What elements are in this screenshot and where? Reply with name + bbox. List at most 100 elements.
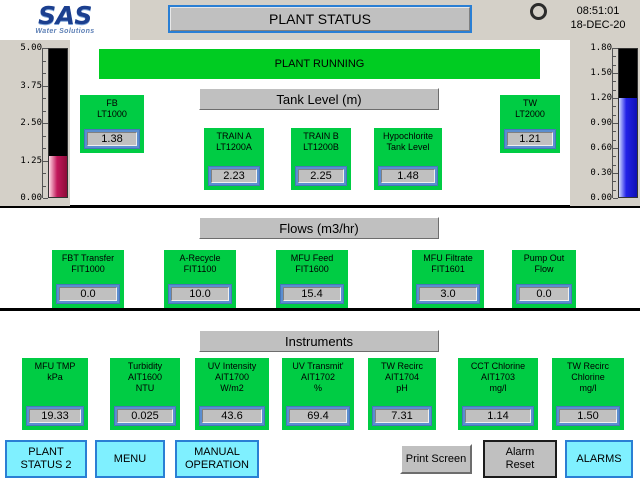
tag-fbt-transfer-fit1000-value: 0.0	[59, 287, 117, 301]
instruments-heading: Instruments	[199, 330, 439, 352]
fb-level-gauge-minor-tick	[43, 98, 46, 99]
tw-level-gauge-label: 1.20	[590, 93, 612, 103]
tag-tw-lt2000[interactable]: TW LT2000 1.21	[500, 95, 560, 153]
tag-a-recycle-fit1100-value-frame: 10.0	[168, 284, 232, 304]
tag-cct-chlorine-ait1703-value-frame: 1.14	[462, 406, 534, 426]
tw-level-gauge-minor-tick	[613, 106, 616, 108]
tag-turbidity-ait1600-caption: Turbidity AIT1600 NTU	[127, 361, 163, 393]
tank-level-heading: Tank Level (m)	[199, 88, 439, 110]
tag-pump-out-flow[interactable]: Pump Out Flow 0.0	[512, 250, 576, 308]
tag-mfu-filtrate-fit1601-value-frame: 3.0	[416, 284, 480, 304]
tag-cct-chlorine-ait1703-caption: CCT Chlorine AIT1703 mg/l	[470, 361, 526, 393]
tag-tw-lt2000-caption: TW LT2000	[515, 98, 545, 119]
fb-level-gauge-minor-tick	[43, 60, 46, 62]
tag-tw-recirc-chlorine-value: 1.50	[559, 409, 617, 423]
fb-level-gauge-label: 5.00	[20, 43, 42, 53]
alarm-reset-button[interactable]: Alarm Reset	[483, 440, 557, 478]
tw-level-gauge-tick	[613, 198, 618, 199]
tag-train-a-lt1200a[interactable]: TRAIN A LT1200A 2.23	[204, 128, 264, 190]
menu-button[interactable]: MENU	[95, 440, 165, 478]
tag-uv-intensity-ait1700-value: 43.6	[202, 409, 262, 423]
tw-level-gauge-tick	[613, 73, 618, 74]
tw-level-gauge-tick	[613, 173, 618, 174]
fb-level-gauge-tick	[43, 198, 48, 199]
tag-mfu-filtrate-fit1601[interactable]: MFU Filtrate FIT1601 3.0	[412, 250, 484, 308]
tag-a-recycle-fit1100[interactable]: A-Recycle FIT1100 10.0	[164, 250, 236, 308]
fb-level-gauge-tick	[43, 85, 48, 87]
tag-cct-chlorine-ait1703[interactable]: CCT Chlorine AIT1703 mg/l 1.14	[458, 358, 538, 430]
tag-hypochlorite-value: 1.48	[381, 169, 435, 183]
tag-train-a-lt1200a-value-frame: 2.23	[208, 166, 260, 186]
fb-level-gauge-tick	[43, 48, 48, 49]
tag-tw-recirc-chlorine-caption: TW Recirc Chlorine mg/l	[567, 361, 609, 393]
tag-hypochlorite[interactable]: Hypochlorite Tank Level 1.48	[374, 128, 442, 190]
tag-uv-transmit-ait1702[interactable]: UV Transmit' AIT1702 % 69.4	[282, 358, 354, 430]
tw-level-gauge-label: 0.30	[590, 168, 612, 178]
fb-level-gauge-minor-tick	[43, 148, 46, 149]
alarms-button[interactable]: ALARMS	[565, 440, 633, 478]
manual-operation-button[interactable]: MANUAL OPERATION	[175, 440, 259, 478]
tag-uv-transmit-ait1702-caption: UV Transmit' AIT1702 %	[292, 361, 344, 393]
tag-train-b-lt1200b-value-frame: 2.25	[295, 166, 347, 186]
tag-train-a-lt1200a-value: 2.23	[211, 169, 257, 183]
tag-fbt-transfer-fit1000-value-frame: 0.0	[56, 284, 120, 304]
tw-level-gauge-label: 1.80	[590, 43, 612, 53]
fb-level-gauge-tick	[43, 160, 48, 162]
clock-icon	[530, 3, 547, 20]
tw-level-gauge-tick	[613, 48, 618, 49]
tw-level-gauge-label: 1.50	[590, 68, 612, 78]
tag-tw-lt2000-value-frame: 1.21	[504, 129, 556, 149]
tag-turbidity-ait1600-value-frame: 0.025	[114, 406, 176, 426]
tw-level-gauge-minor-tick	[613, 81, 616, 83]
tag-tw-recirc-chlorine-value-frame: 1.50	[556, 406, 620, 426]
tag-train-a-lt1200a-caption: TRAIN A LT1200A	[216, 131, 252, 152]
company-logo: SAS Water Solutions	[0, 0, 130, 40]
tw-level-gauge-minor-tick	[613, 164, 616, 166]
tag-tw-recirc-chlorine[interactable]: TW Recirc Chlorine mg/l 1.50	[552, 358, 624, 430]
plant-status-2-button[interactable]: PLANT STATUS 2	[5, 440, 87, 478]
tw-level-gauge-label: 0.60	[590, 143, 612, 153]
tag-mfu-filtrate-fit1601-value: 3.0	[419, 287, 477, 301]
tw-level-gauge-minor-tick	[613, 56, 616, 58]
tw-level-gauge-minor-tick	[613, 189, 616, 191]
tag-a-recycle-fit1100-caption: A-Recycle FIT1100	[179, 253, 221, 274]
tag-mfu-feed-fit1600-value: 15.4	[283, 287, 341, 301]
fb-level-gauge-label: 1.25	[20, 155, 42, 166]
tag-train-b-lt1200b-value: 2.25	[298, 169, 344, 183]
tw-level-gauge-tick	[613, 148, 618, 149]
fb-level-gauge-minor-tick	[43, 110, 46, 112]
tw-level-gauge-label: 0.90	[590, 118, 612, 128]
tag-mfu-filtrate-fit1601-caption: MFU Filtrate FIT1601	[423, 253, 473, 274]
tag-uv-transmit-ait1702-value: 69.4	[289, 409, 347, 423]
header-bar: SAS Water Solutions PLANT STATUS 08:51:0…	[0, 0, 640, 40]
fb-gauge-tube	[48, 48, 68, 198]
logo-tagline: Water Solutions	[35, 28, 95, 35]
tag-pump-out-flow-value: 0.0	[519, 287, 569, 301]
page-title-plate: PLANT STATUS	[168, 5, 472, 33]
fb-gauge-axis	[42, 48, 48, 199]
tag-pump-out-flow-value-frame: 0.0	[516, 284, 572, 304]
tag-turbidity-ait1600-value: 0.025	[117, 409, 173, 423]
tag-pump-out-flow-caption: Pump Out Flow	[523, 253, 565, 274]
tag-turbidity-ait1600[interactable]: Turbidity AIT1600 NTU 0.025	[110, 358, 180, 430]
tag-tw-recirc-ait1704-caption: TW Recirc AIT1704 pH	[381, 361, 423, 393]
tag-hypochlorite-caption: Hypochlorite Tank Level	[382, 131, 434, 152]
page-title: PLANT STATUS	[170, 7, 470, 31]
clock-time: 08:51:01	[576, 5, 620, 17]
print-screen-button[interactable]: Print Screen	[400, 444, 472, 474]
fb-level-gauge-label: 3.75	[20, 80, 42, 91]
fb-level-gauge-minor-tick	[43, 73, 46, 74]
tw-level-gauge-minor-tick	[613, 89, 616, 91]
flows-heading: Flows (m3/hr)	[199, 217, 439, 239]
